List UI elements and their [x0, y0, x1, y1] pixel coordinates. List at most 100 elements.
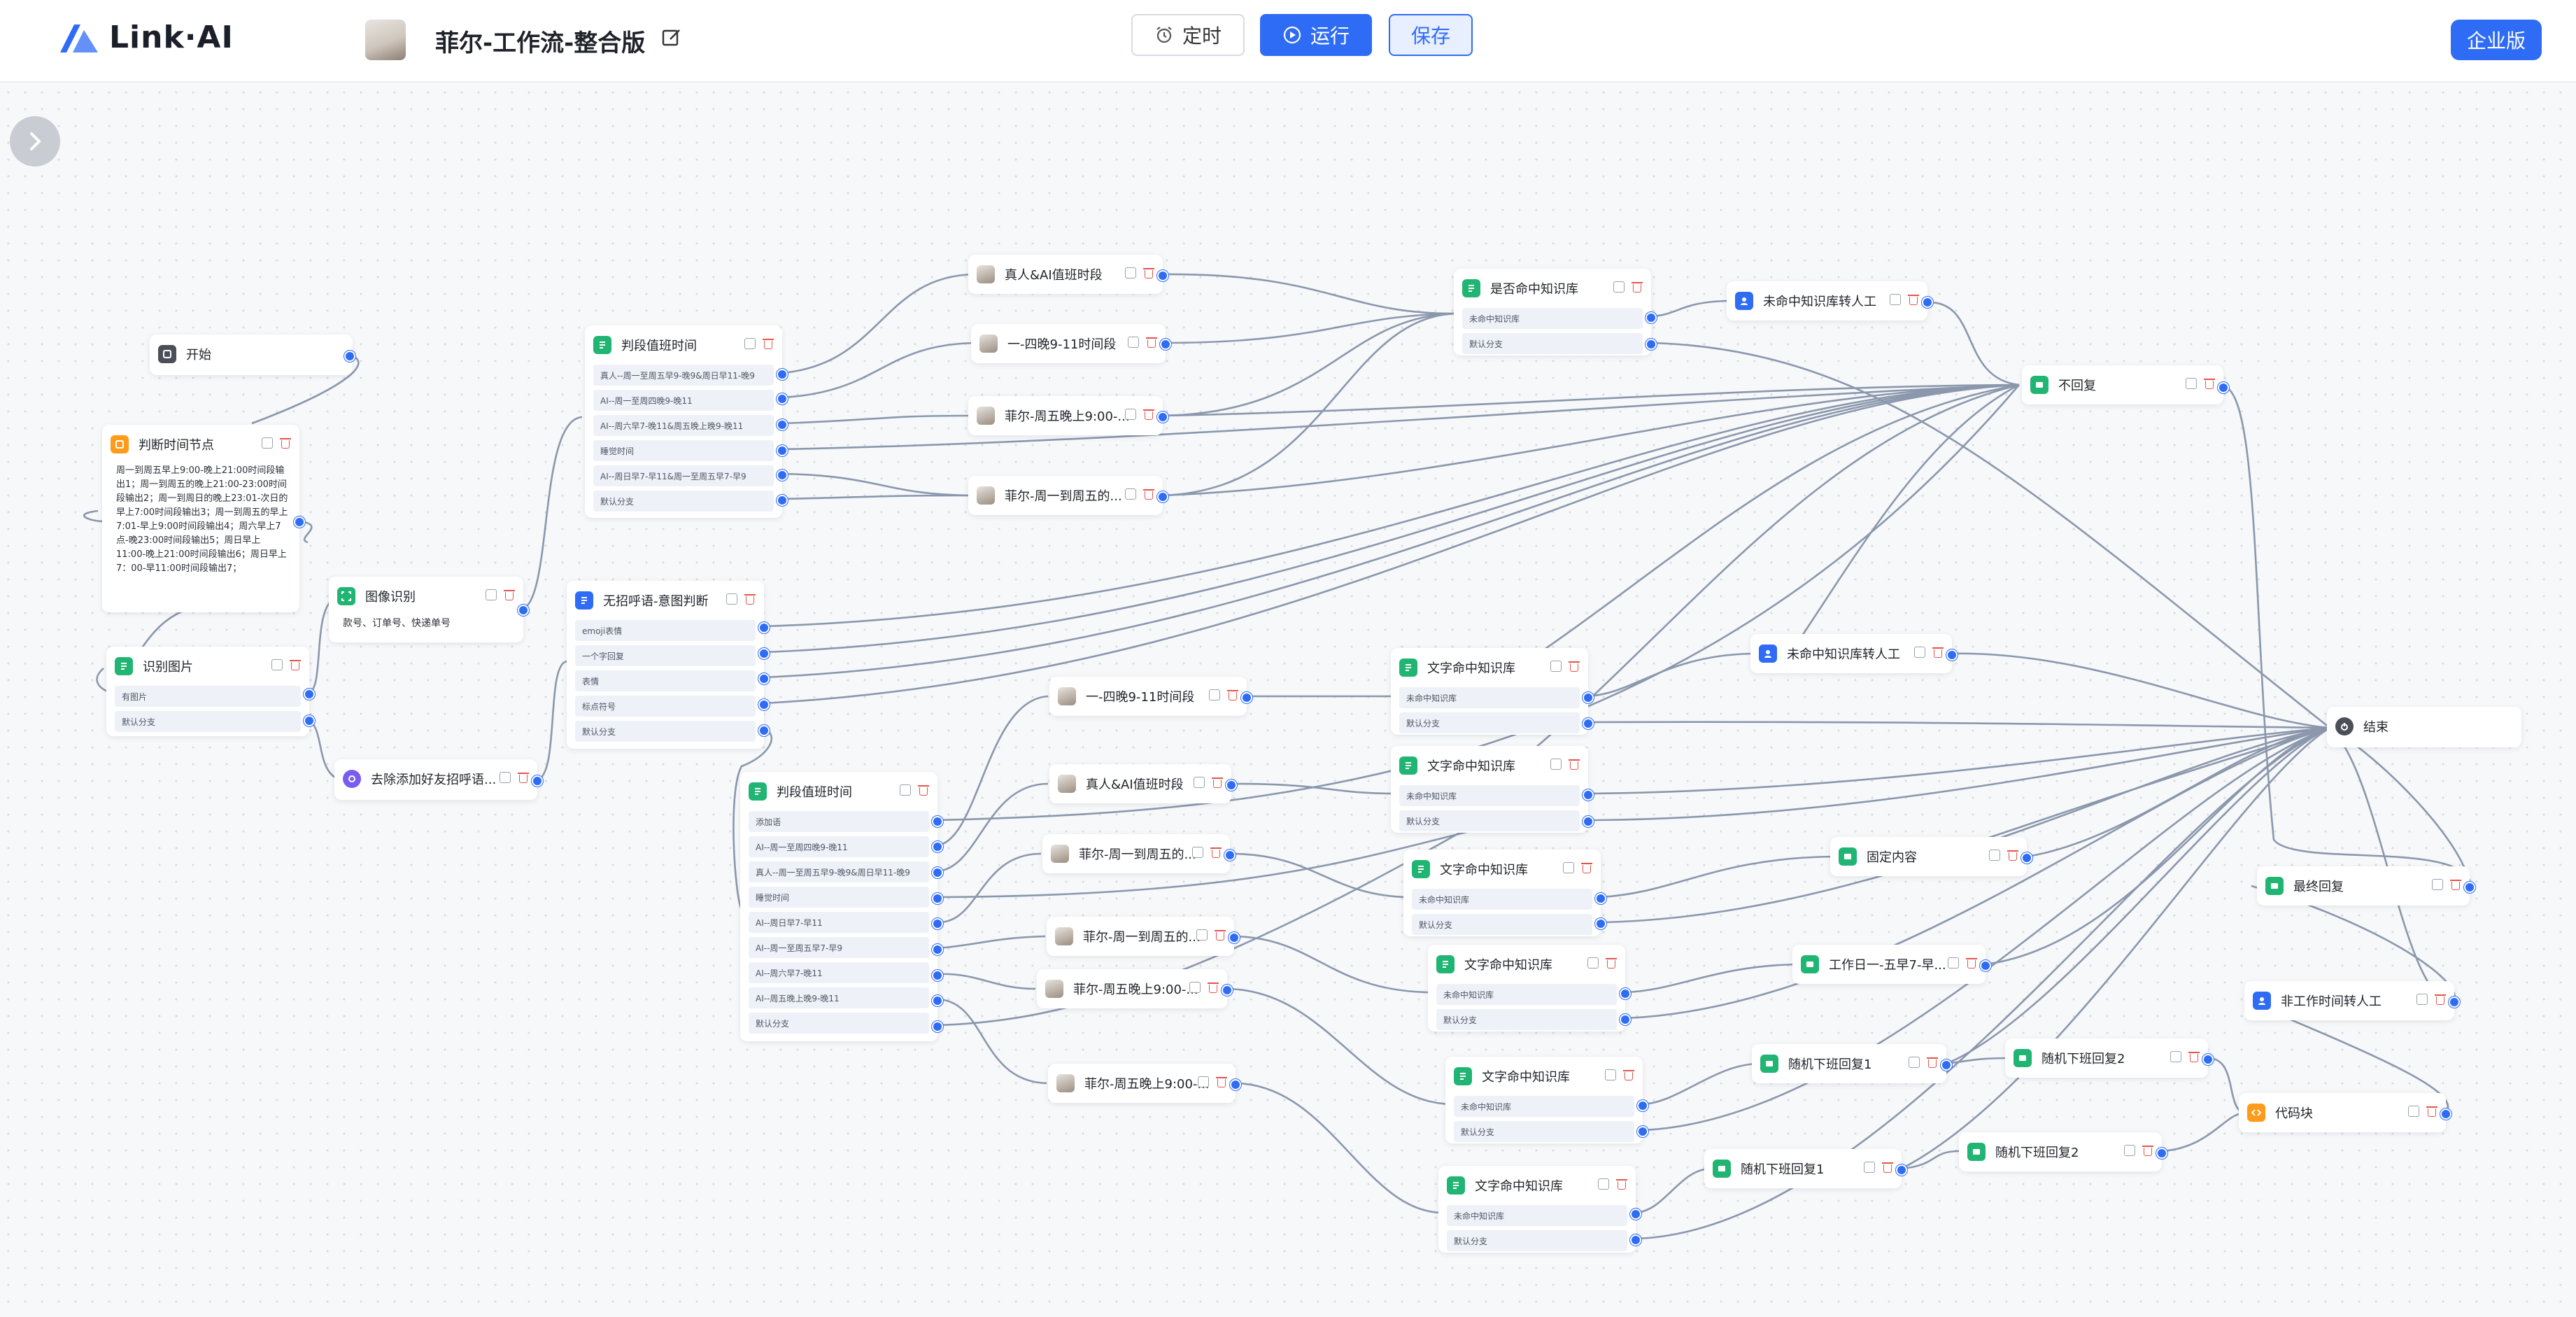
copy-icon[interactable] [1864, 1162, 1875, 1173]
output-port[interactable] [518, 605, 529, 616]
output-port[interactable] [1980, 960, 1991, 971]
output-port[interactable] [932, 970, 943, 981]
copy-icon[interactable] [1125, 488, 1136, 500]
copy-icon[interactable] [1125, 267, 1136, 279]
workflow-avatar[interactable] [365, 20, 406, 60]
output-port[interactable] [1595, 893, 1606, 904]
output-port[interactable] [1241, 692, 1252, 703]
node-text-kb-6[interactable]: 文字命中知识库 未命中知识库默认分支 [1438, 1166, 1636, 1253]
copy-icon[interactable] [1189, 982, 1201, 993]
output-port[interactable] [1157, 411, 1168, 423]
delete-icon[interactable] [2142, 1145, 2153, 1157]
output-port[interactable] [2202, 1054, 2214, 1065]
copy-icon[interactable] [486, 589, 497, 600]
output-port[interactable] [1583, 789, 1594, 801]
delete-icon[interactable] [918, 784, 929, 796]
copy-icon[interactable] [1550, 661, 1562, 672]
output-port[interactable] [1922, 297, 1933, 308]
delete-icon[interactable] [1143, 409, 1154, 421]
output-port[interactable] [777, 419, 788, 430]
copy-icon[interactable] [1989, 850, 2000, 861]
output-port[interactable] [1646, 312, 1657, 323]
node-text-kb-1[interactable]: 文字命中知识库 未命中知识库默认分支 [1391, 648, 1588, 735]
output-port[interactable] [932, 816, 943, 827]
node-persona-mon-thu[interactable]: 一-四晚9-11时间段 [971, 324, 1166, 363]
output-port[interactable] [344, 351, 355, 362]
delete-icon[interactable] [1882, 1162, 1893, 1174]
delete-icon[interactable] [280, 437, 291, 449]
node-workday-reply[interactable]: 工作日一-五早7-早... [1792, 945, 1986, 984]
delete-icon[interactable] [1927, 1057, 1938, 1069]
copy-icon[interactable] [1125, 409, 1136, 420]
delete-icon[interactable] [744, 593, 756, 605]
delete-icon[interactable] [290, 659, 301, 671]
node-persona-mon-fri-3[interactable]: 菲尔-周一到周五的... [1047, 917, 1234, 956]
delete-icon[interactable] [2450, 879, 2461, 891]
output-port[interactable] [777, 495, 788, 506]
node-remove-greeting[interactable]: 去除添加好友招呼语... [334, 759, 537, 800]
output-port[interactable] [1226, 780, 1237, 791]
copy-icon[interactable] [1198, 1076, 1209, 1087]
node-kb-hit-check[interactable]: 是否命中知识库 未命中知识库默认分支 [1454, 269, 1651, 355]
node-recognize-image[interactable]: 识别图片 有图片默认分支 [106, 647, 309, 736]
output-port[interactable] [1157, 270, 1168, 281]
output-port[interactable] [1630, 1209, 1641, 1220]
node-fixed-content[interactable]: 固定内容 [1830, 837, 2027, 876]
node-persona-mon-fri[interactable]: 菲尔-周一到周五的... [968, 476, 1163, 515]
delete-icon[interactable] [1212, 777, 1223, 789]
output-port[interactable] [1630, 1234, 1641, 1246]
node-persona-fri-9-2[interactable]: 菲尔-周五晚上9:00-... [1037, 969, 1227, 1008]
output-port[interactable] [532, 775, 543, 787]
output-port[interactable] [1583, 692, 1594, 703]
enterprise-button[interactable]: 企业版 [2451, 20, 2542, 60]
node-random-off-reply-2a[interactable]: 随机下班回复2 [2005, 1038, 2208, 1078]
node-random-off-reply-1b[interactable]: 随机下班回复1 [1704, 1149, 1902, 1188]
delete-icon[interactable] [1143, 267, 1154, 279]
output-port[interactable] [777, 470, 788, 481]
output-port[interactable] [1583, 718, 1594, 729]
copy-icon[interactable] [2408, 1106, 2419, 1117]
copy-icon[interactable] [2186, 378, 2197, 389]
delete-icon[interactable] [1616, 1178, 1627, 1190]
timer-button[interactable]: 定时 [1131, 14, 1245, 56]
node-text-kb-5[interactable]: 文字命中知识库 未命中知识库默认分支 [1445, 1057, 1643, 1143]
node-persona-fri-9-3[interactable]: 菲尔-周五晚上9:00-... [1048, 1064, 1236, 1103]
output-port[interactable] [932, 918, 943, 929]
node-code-block[interactable]: 代码块 [2239, 1093, 2446, 1132]
node-random-off-reply-1a[interactable]: 随机下班回复1 [1752, 1044, 1946, 1083]
output-port[interactable] [1595, 918, 1606, 929]
delete-icon[interactable] [504, 589, 515, 601]
output-port[interactable] [758, 673, 770, 684]
output-port[interactable] [932, 1021, 943, 1032]
node-persona-real-ai[interactable]: 真人&AI值班时段 [968, 255, 1163, 294]
output-port[interactable] [777, 393, 788, 404]
output-port[interactable] [2449, 996, 2460, 1008]
node-text-kb-3[interactable]: 文字命中知识库 未命中知识库默认分支 [1403, 850, 1601, 936]
copy-icon[interactable] [1605, 1069, 1616, 1080]
node-persona-mon-fri-2[interactable]: 菲尔-周一到周五的... [1042, 834, 1230, 873]
copy-icon[interactable] [1598, 1178, 1609, 1190]
delete-icon[interactable] [1606, 957, 1617, 969]
copy-icon[interactable] [2124, 1145, 2135, 1156]
copy-icon[interactable] [1890, 294, 1901, 305]
output-port[interactable] [932, 867, 943, 878]
copy-icon[interactable] [744, 338, 756, 349]
copy-icon[interactable] [1613, 281, 1625, 293]
output-port[interactable] [2440, 1108, 2451, 1120]
edit-title-icon[interactable] [660, 27, 683, 52]
copy-icon[interactable] [1563, 862, 1574, 873]
delete-icon[interactable] [763, 338, 774, 350]
output-port[interactable] [1646, 339, 1657, 350]
delete-icon[interactable] [1215, 929, 1226, 941]
node-judge-time[interactable]: 判断时间节点 周一到周五早上9:00-晚上21:00时间段输出1；周一到周五的晚… [102, 425, 299, 612]
output-port[interactable] [2218, 382, 2229, 393]
output-port[interactable] [1620, 988, 1631, 999]
copy-icon[interactable] [500, 772, 511, 783]
node-non-work-human[interactable]: 非工作时间转人工 [2244, 981, 2454, 1020]
node-kb-miss-human-2[interactable]: 未命中知识库转人工 [1750, 634, 1952, 673]
delete-icon[interactable] [1623, 1069, 1634, 1081]
output-port[interactable] [2156, 1148, 2167, 1159]
output-port[interactable] [758, 699, 770, 710]
output-port[interactable] [2464, 882, 2475, 893]
delete-icon[interactable] [2188, 1051, 2200, 1063]
